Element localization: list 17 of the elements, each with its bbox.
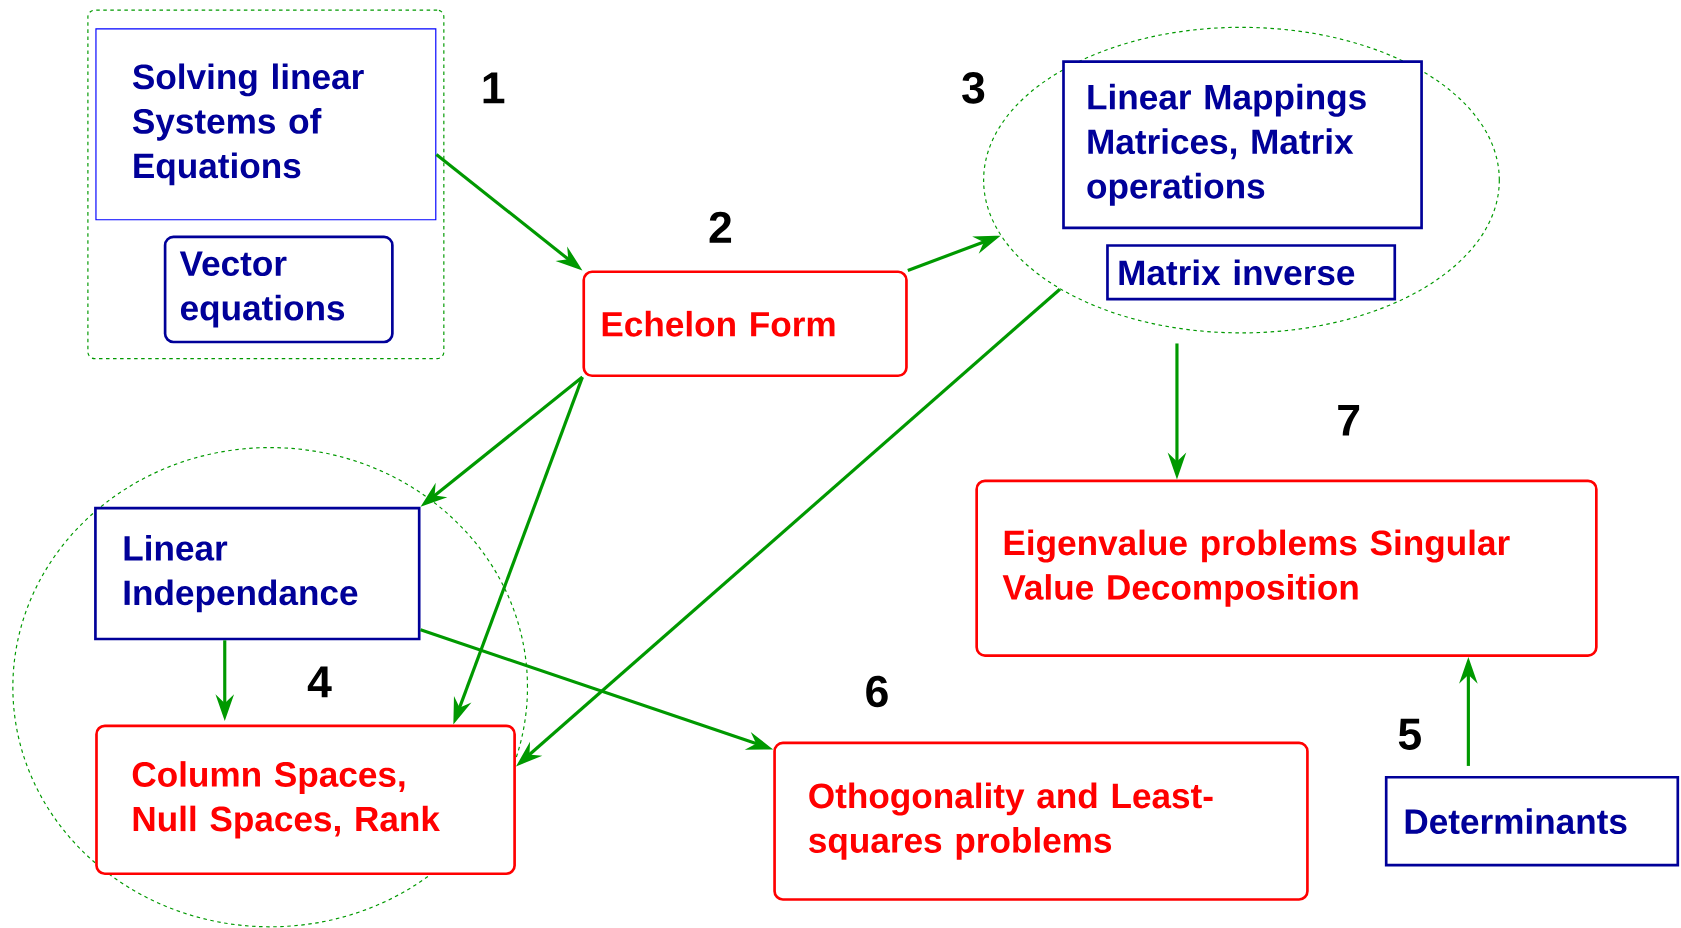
topic-box: Column Spaces, Null Spaces, Rank <box>95 724 516 876</box>
step-number: 7 <box>1338 404 1360 436</box>
step-number: 6 <box>866 675 888 708</box>
topic-box: Echelon Form <box>582 270 908 378</box>
step-number: 2 <box>709 211 732 243</box>
topic-box: Solving linear Systems of Equations <box>95 28 437 221</box>
topic-box: Othogonality and Least-squares problems <box>773 741 1309 901</box>
topic-box: Vector equations <box>163 235 394 344</box>
topic-box: Determinants <box>1384 775 1680 867</box>
topic-box: Linear Independance <box>94 506 421 641</box>
topic-box: Matrix inverse <box>1106 244 1397 301</box>
step-number: 5 <box>1398 718 1421 750</box>
step-number: 3 <box>962 72 985 104</box>
step-number: 4 <box>307 666 332 698</box>
topic-box: Eigenvalue problems Singular Value Decomposition <box>975 479 1598 657</box>
step-number: 1 <box>483 72 505 104</box>
topic-box: Linear Mappings Matrices, Matrix operations <box>1062 60 1423 230</box>
